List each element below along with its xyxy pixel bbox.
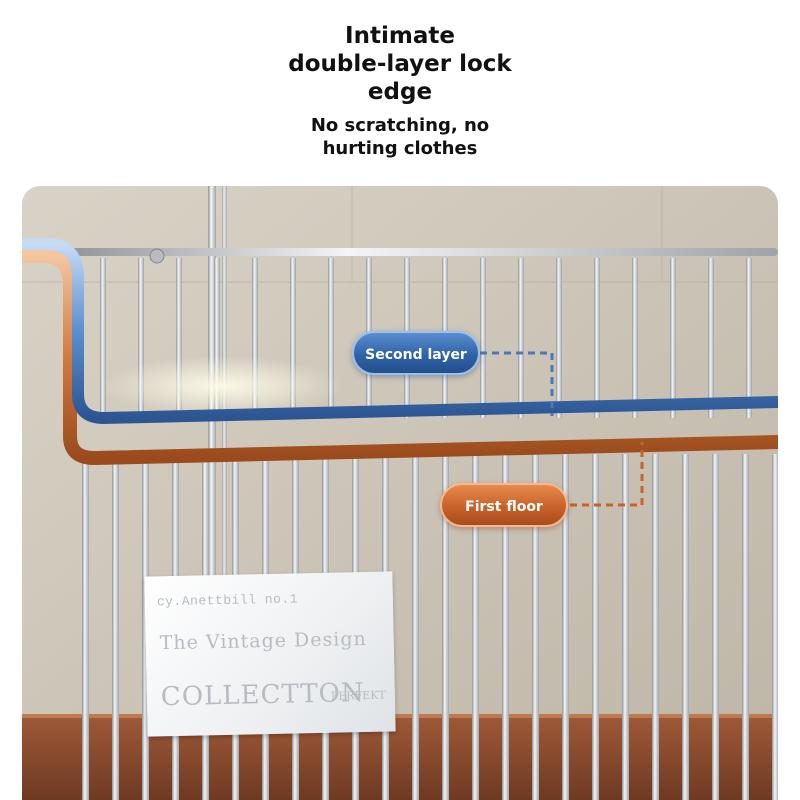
second-layer-leader [480,351,554,416]
wood-shelf-edge [22,714,778,718]
wire-bar [556,258,562,418]
metal-nameplate: cy.Anettbill no.1 The Vintage Design COL… [144,571,396,737]
wire-bar [112,454,119,800]
wire-bar [100,258,106,418]
wall-tile-seams [22,186,778,283]
wire-bar [562,454,569,800]
top-rail [62,248,778,256]
subheadline: No scratching, no hurting clothes [310,115,490,159]
wire-bar [746,258,752,418]
first-floor-rail [22,249,778,466]
wire-bar [632,258,638,418]
wall-background [22,186,778,800]
wire-bar [138,258,144,418]
wire-bar [252,258,258,418]
wire-bar [82,454,89,800]
wire-bar [328,258,334,418]
wire-bar [176,258,182,418]
wire-bar [472,454,479,800]
wire-bar [592,454,599,800]
wire-bar [214,258,220,418]
wire-bar [290,258,296,418]
rack-illustration [22,186,778,800]
wire-bar [682,454,689,800]
wire-bar [708,258,714,418]
product-photo: Second layer First floor cy.Anettbill no… [22,186,778,800]
wire-bar [502,454,509,800]
wire-bar [480,258,486,418]
wire-bar [518,258,524,418]
wire-bar [412,454,419,800]
wire-bar [622,454,629,800]
wire-bar [594,258,600,418]
first-floor-callout: First floor [440,483,568,527]
header: Intimate double-layer lock edge No scrat… [0,0,800,185]
plate-line-2: The Vintage Design [159,627,367,655]
wire-bar [532,454,539,800]
plate-line-4: PERFEKT [330,688,386,703]
top-rail-knob [149,248,165,264]
headline: Intimate double-layer lock edge [288,23,512,105]
wire-bar [652,454,659,800]
wood-shelf [22,714,778,800]
wire-bar [772,454,778,800]
wire-bar [442,454,449,800]
second-layer-rail [22,238,778,425]
wire-bar [742,454,749,800]
rack-back-post [208,186,216,800]
first-floor-leader [570,442,644,507]
second-layer-callout: Second layer [352,331,480,375]
plate-line-1: cy.Anettbill no.1 [156,591,299,610]
wire-bar [670,258,676,418]
rack-back-post-2 [222,186,227,800]
wire-bar [712,454,719,800]
light-glare [102,356,342,416]
